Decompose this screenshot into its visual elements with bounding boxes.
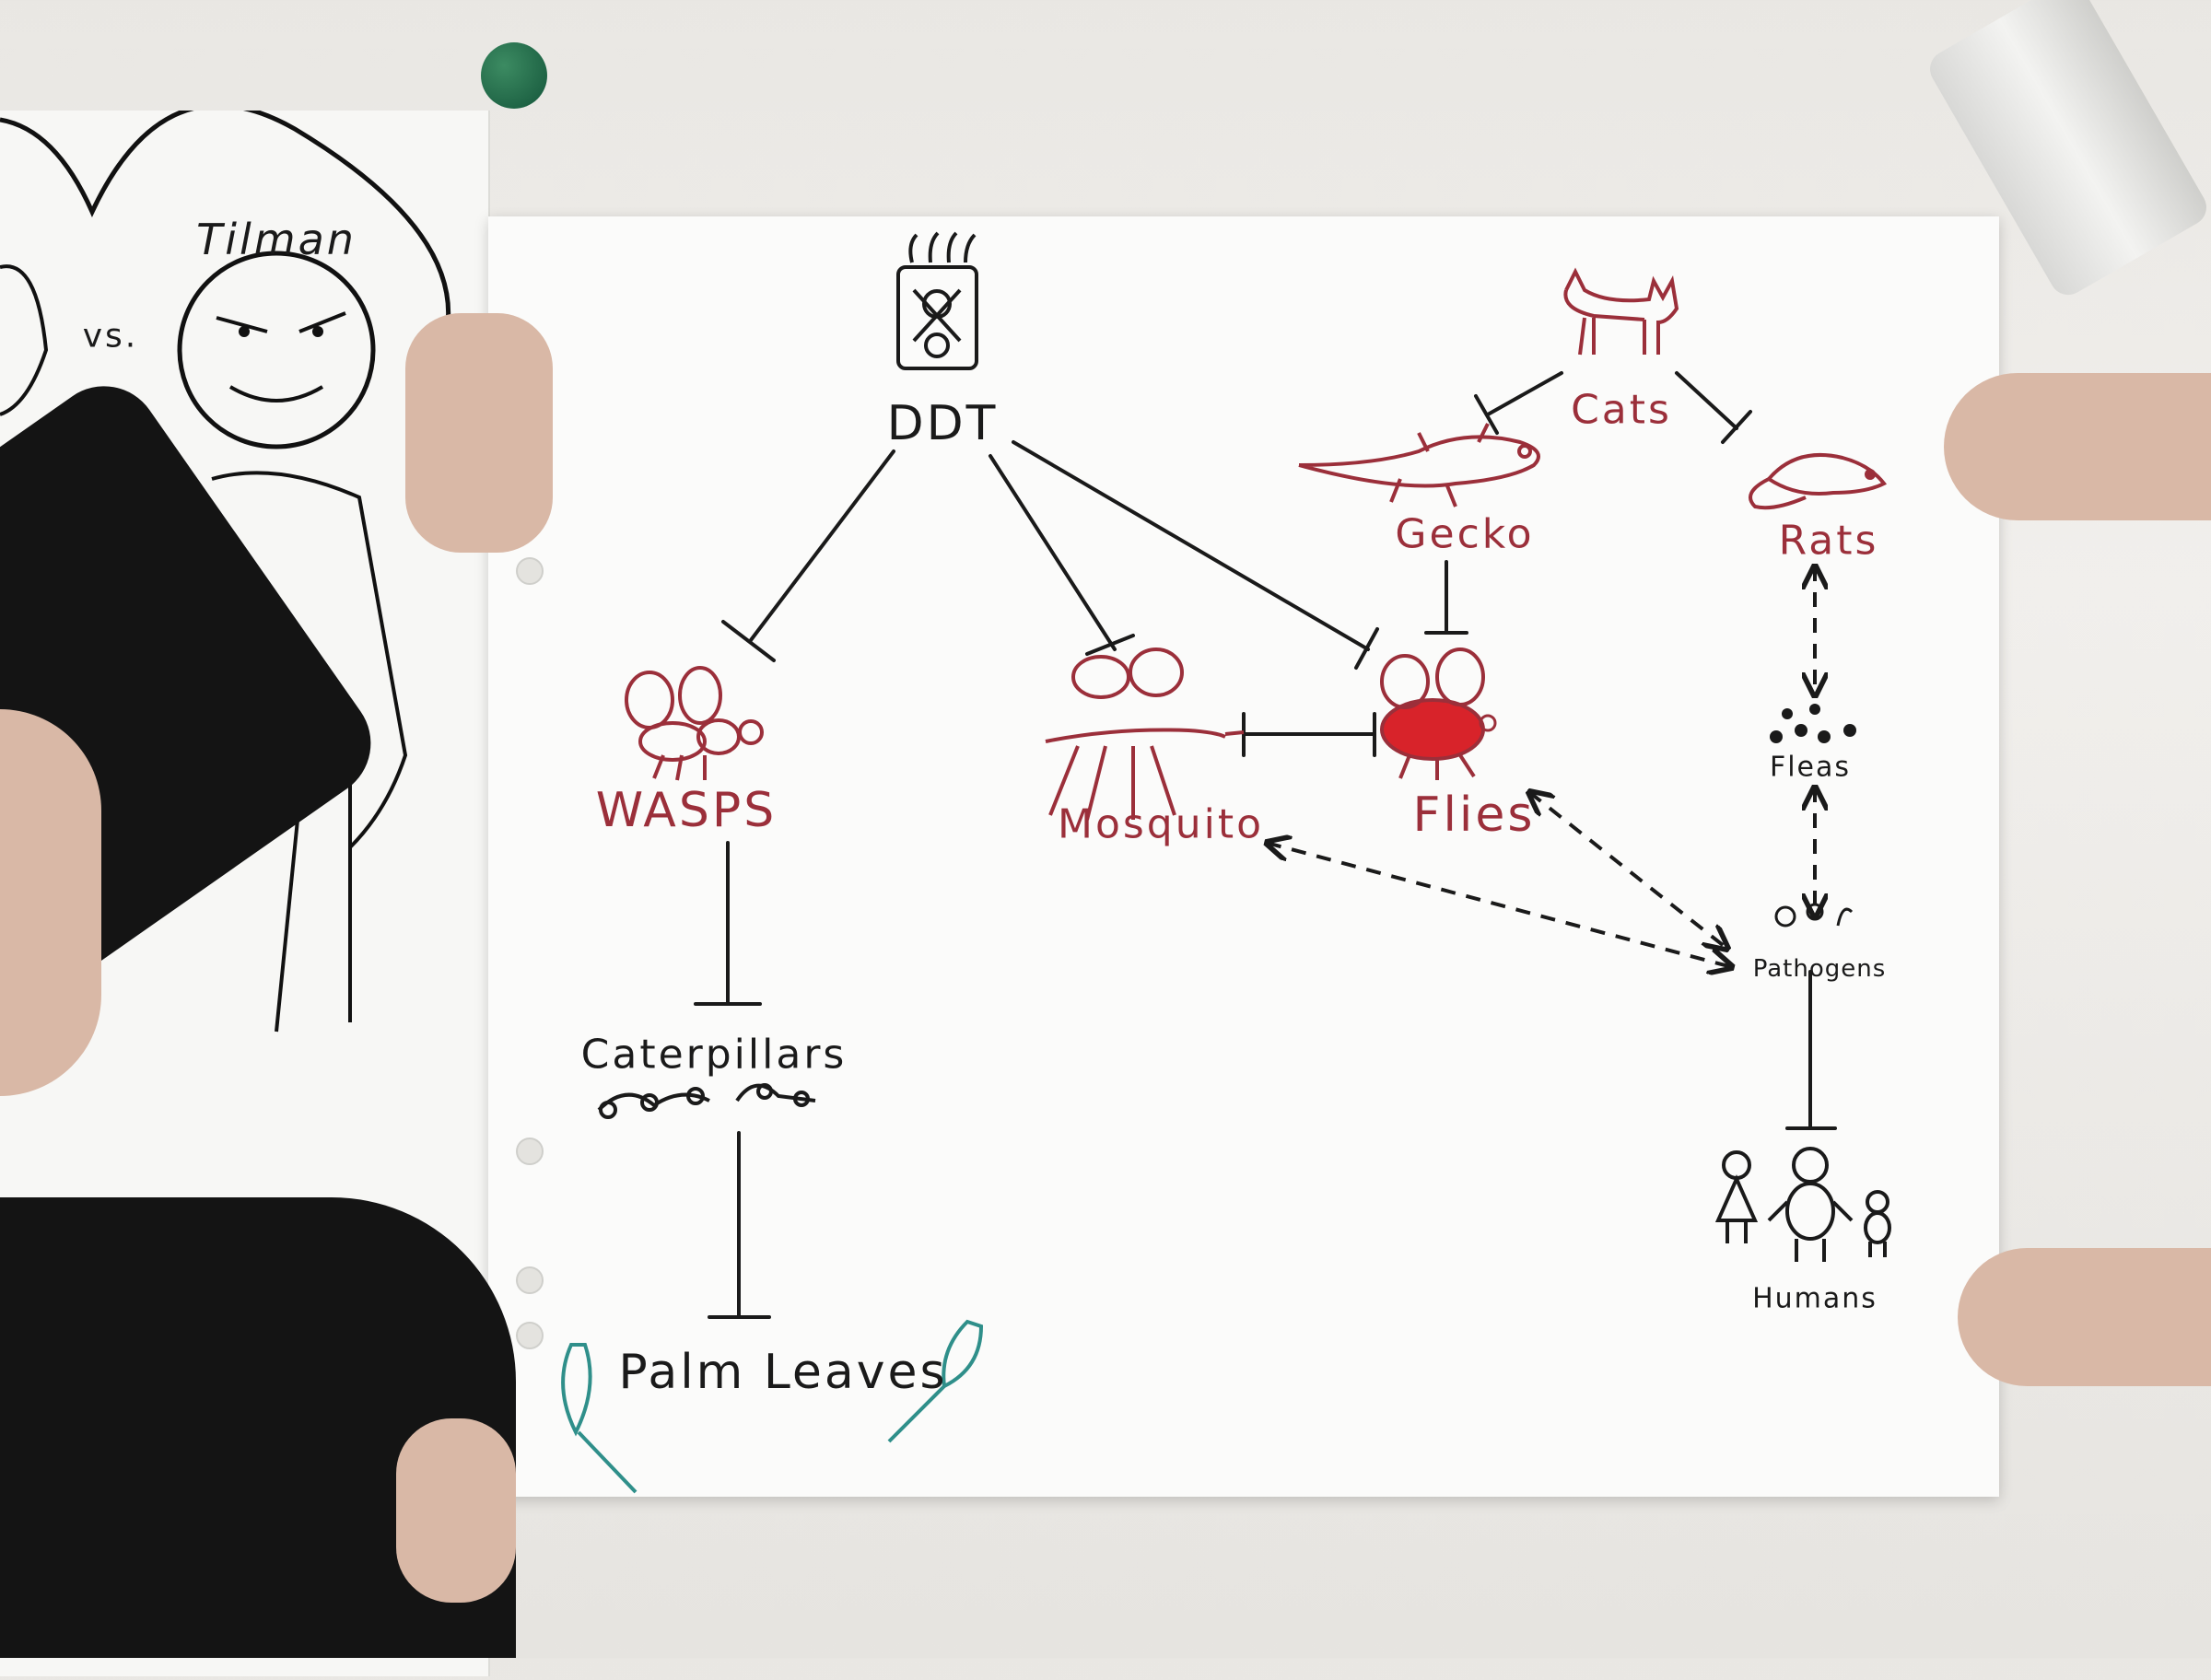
leaf-icons (561, 1319, 984, 1494)
wasp-icon (625, 666, 764, 781)
helper-hand-lower (1958, 1248, 2211, 1386)
node-wasps: WASPS (595, 783, 778, 838)
mosquito-icon (1045, 648, 1245, 821)
punch-hole (516, 1322, 544, 1349)
food-web-diagram (561, 231, 1891, 1494)
edge-flies-pathogens (1529, 792, 1727, 949)
rat-icon (1749, 453, 1888, 510)
node-caterpillars: Caterpillars (580, 1031, 848, 1079)
leaf-left (561, 1343, 592, 1437)
edge-ddt-mosquito-bar (1085, 634, 1135, 656)
fleas-icon (1770, 704, 1856, 743)
green-magnet (481, 42, 547, 109)
inhibition-edges (694, 371, 1837, 1319)
edge-cats-gecko (1486, 371, 1563, 416)
node-palm-leaves: Palm Leaves (618, 1345, 948, 1400)
node-flies: Flies (1412, 788, 1536, 843)
edge-ddt-flies (1012, 440, 1370, 651)
punch-hole (516, 557, 544, 585)
node-cats: Cats (1571, 386, 1672, 434)
pathogens-icon (1774, 903, 1854, 928)
node-ddt: DDT (886, 396, 999, 451)
node-pathogens: Pathogens (1752, 955, 1887, 983)
poster-name-label: Tilman (196, 215, 357, 264)
association-edges (1267, 566, 1815, 967)
edge-ddt-wasps (749, 449, 895, 642)
edge-ddt-mosquito (989, 454, 1117, 651)
node-fleas: Fleas (1769, 751, 1852, 784)
presenter-hand-lower (396, 1418, 516, 1603)
left-poster-drawing (0, 102, 451, 1032)
caterpillars-icon (597, 1083, 816, 1119)
node-gecko: Gecko (1395, 510, 1535, 558)
presenter-hand-upper (405, 313, 553, 553)
cat-icon (1563, 267, 1679, 356)
edge-ddt-wasps-bar (721, 620, 776, 662)
edge-mosquito-pathogens (1267, 843, 1732, 967)
presenter-face (0, 709, 101, 1096)
node-rats: Rats (1778, 517, 1879, 565)
leaf-right (942, 1319, 984, 1390)
edge-cats-gecko-bar (1474, 394, 1499, 435)
edge-ddt-flies-bar (1354, 627, 1379, 670)
node-humans: Humans (1752, 1282, 1878, 1315)
helper-hand-upper (1944, 373, 2211, 520)
punch-hole (516, 1266, 544, 1294)
edge-cats-rats (1675, 371, 1738, 430)
punch-hole (516, 1138, 544, 1165)
humans-icon (1714, 1147, 1891, 1262)
fly-icon (1380, 648, 1497, 780)
gecko-icon (1298, 423, 1540, 508)
face-sketch (177, 251, 376, 449)
ddt-jar-icon (896, 231, 978, 370)
diagram-sheet: DDT WASPS Cats Gecko Rats Mosquito Flies… (488, 216, 1999, 1497)
edge-cats-rats-bar (1721, 410, 1752, 444)
poster-vs-label: vs. (82, 317, 139, 356)
node-mosquito: Mosquito (1057, 800, 1265, 848)
